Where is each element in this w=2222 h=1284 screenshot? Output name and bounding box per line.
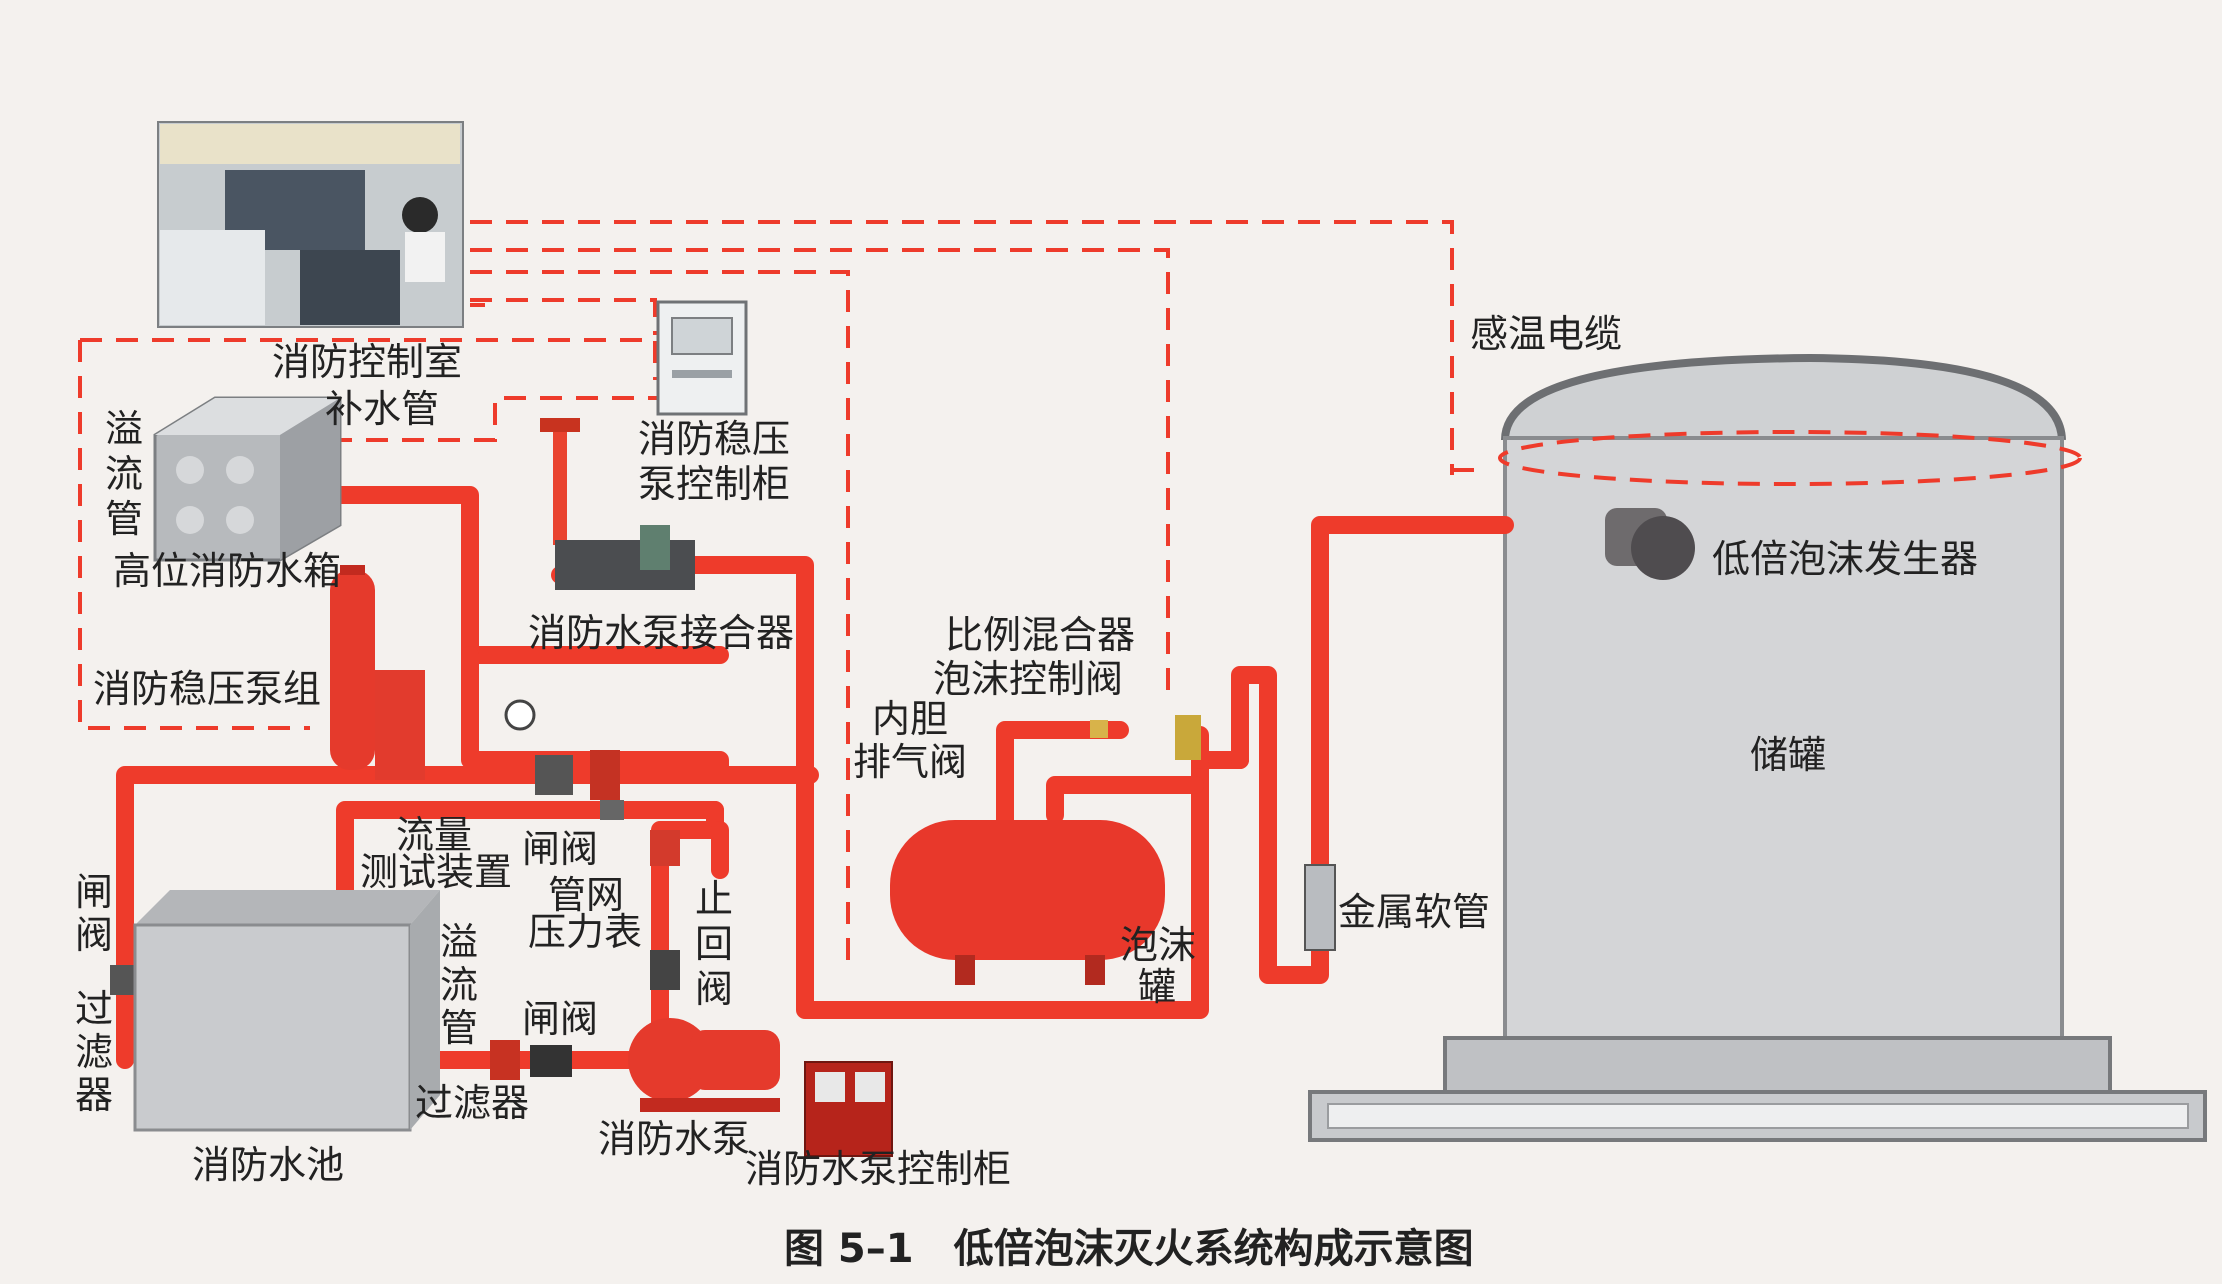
foam-tank [890, 820, 1165, 985]
storage-tank [1308, 353, 2207, 1142]
label-heat-cable: 感温电缆 [1470, 312, 1622, 356]
label-overflow-pipe-pool: 溢 流 管 [440, 920, 478, 1050]
label-flow-test-2: 测试装置 [360, 850, 512, 894]
label-op-char1: 溢 [440, 920, 478, 964]
label-fire-pool: 消防水池 [192, 1143, 344, 1187]
label-stab-pump-group: 消防稳压泵组 [93, 667, 321, 711]
fire-pump [628, 1018, 780, 1112]
label-check-valve: 止 回 阀 [695, 877, 733, 1011]
label-check-char2: 回 [695, 922, 733, 966]
label-proportioner: 比例混合器 [945, 613, 1135, 657]
stab-pump-group [330, 565, 425, 780]
label-foam-generator: 低倍泡沫发生器 [1712, 537, 1978, 581]
label-makeup-pipe: 补水管 [325, 387, 439, 431]
label-check-char1: 止 [695, 877, 733, 921]
signal-lines [78, 220, 1475, 965]
label-op-char2: 流 [440, 963, 478, 1007]
label-gate-valve-pool: 闸阀 [522, 997, 598, 1041]
label-pipe-pressure-1: 管网 [548, 873, 624, 917]
label-bladder-vent-1: 内胆 [872, 697, 948, 741]
label-foam-control-valve: 泡沫控制阀 [933, 657, 1123, 701]
stab-pump-cabinet [656, 300, 748, 416]
label-storage-tank: 储罐 [1750, 733, 1826, 777]
label-stab-cabinet-1: 消防稳压 [638, 417, 790, 461]
foam-generator [1605, 508, 1695, 580]
label-ft-line1: 泡沫 [1120, 923, 1196, 967]
label-fl-char3: 器 [75, 1073, 113, 1117]
label-fl-char2: 滤 [75, 1030, 113, 1074]
label-ft-line2: 罐 [1138, 965, 1176, 1009]
label-foam-tank: 泡沫 罐 [1120, 923, 1196, 1009]
high-water-tank [153, 396, 342, 562]
label-overflow-char3: 管 [105, 497, 143, 541]
label-filter-pool: 过滤器 [415, 1081, 529, 1125]
label-gvl-char2: 阀 [75, 913, 113, 957]
label-flow-test-1: 流量 [396, 813, 472, 857]
label-control-room: 消防控制室 [272, 340, 462, 384]
fire-pool [133, 890, 440, 1132]
label-pump-connector: 消防水泵接合器 [528, 611, 794, 655]
fire-pump-cabinet [804, 1061, 893, 1157]
label-pipe-pressure-2: 压力表 [528, 910, 642, 954]
label-gate-valve-mid: 闸阀 [522, 827, 598, 871]
label-gate-valve-left: 闸 阀 [75, 870, 113, 957]
label-stab-cabinet-2: 泵控制柜 [638, 462, 790, 506]
label-high-tank: 高位消防水箱 [113, 549, 341, 593]
label-bladder-vent-2: 排气阀 [853, 740, 967, 784]
valves [110, 699, 1336, 1080]
pump-connector [540, 418, 695, 590]
label-overflow-pipe-top: 溢 流 管 [105, 407, 143, 541]
label-gvl-char1: 闸 [75, 870, 113, 914]
label-fire-pump: 消防水泵 [598, 1117, 750, 1161]
figure-caption: 图 5–1 低倍泡沫灭火系统构成示意图 [784, 1226, 1474, 1272]
label-fl-char1: 过 [75, 987, 113, 1031]
label-filter-left: 过 滤 器 [75, 987, 113, 1117]
label-overflow-char2: 流 [105, 452, 143, 496]
label-overflow-char1: 溢 [105, 407, 143, 451]
control-room-image [157, 121, 464, 328]
label-check-char3: 阀 [695, 967, 733, 1011]
label-metal-hose: 金属软管 [1338, 890, 1490, 934]
label-fire-pump-cabinet: 消防水泵控制柜 [745, 1147, 1011, 1191]
label-op-char3: 管 [440, 1006, 478, 1050]
heat-cable-loop [1498, 430, 2082, 486]
